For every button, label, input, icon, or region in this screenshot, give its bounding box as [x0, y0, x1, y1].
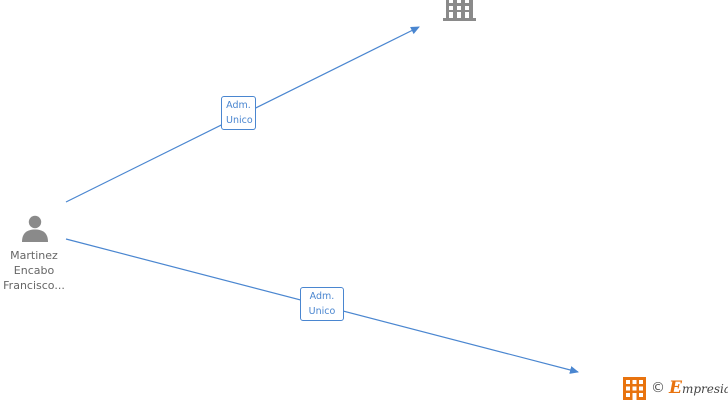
person-name-line-1: Martinez	[10, 249, 58, 262]
person-name-line-2: Encabo	[13, 264, 55, 277]
person-name-line-3: Francisco...	[3, 279, 65, 292]
relation-role-line-1: Adm.	[226, 100, 251, 111]
brand-name: mpresia	[681, 382, 728, 396]
footer-brand: © Empresia	[623, 376, 728, 400]
copyright-symbol: ©	[651, 380, 665, 396]
person-icon[interactable]	[22, 215, 48, 242]
relation-role-line-1: Adm.	[309, 291, 335, 302]
person-name-label[interactable]: Martinez Encabo Francisco...	[0, 248, 84, 293]
relation-role-label-lower[interactable]: Adm. Unico	[300, 287, 344, 321]
brand-initial: E	[669, 378, 682, 398]
relation-role-label-upper[interactable]: Adm. Unico	[221, 96, 256, 130]
building-icon[interactable]	[443, 0, 476, 21]
relation-role-line-2: Unico	[308, 306, 336, 317]
relation-role-line-2: Unico	[226, 115, 253, 126]
building-orange-icon[interactable]	[623, 376, 646, 400]
brand-logo[interactable]: Empresia	[669, 378, 728, 398]
